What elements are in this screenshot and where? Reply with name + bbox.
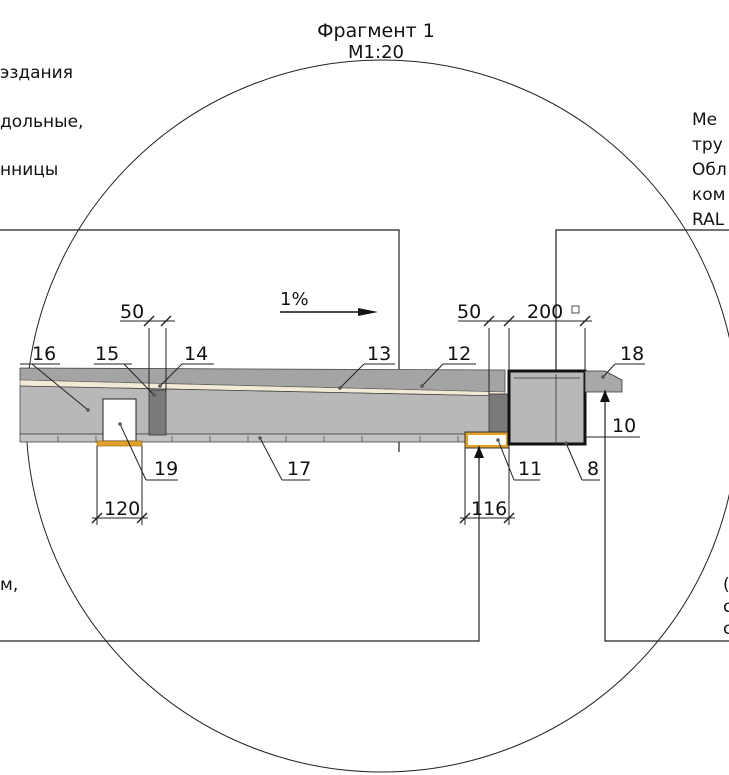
- callout-11: 11: [496, 438, 542, 481]
- bracket-19: [96, 440, 143, 447]
- svg-text:19: 19: [154, 458, 178, 480]
- callout-17: 17: [258, 436, 311, 481]
- dim-50-left: 50: [120, 301, 144, 323]
- right-note-2: тру: [692, 135, 723, 155]
- right-note-4: ком: [692, 185, 726, 205]
- fragment-title: Фрагмент 1: [317, 20, 435, 42]
- block-50-right: [488, 393, 510, 435]
- svg-text:17: 17: [287, 458, 311, 480]
- dim-120: 120: [104, 498, 140, 520]
- callout-19: 19: [118, 422, 178, 481]
- deck-ribs: [57, 436, 459, 442]
- svg-text:10: 10: [612, 415, 636, 437]
- svg-text:14: 14: [184, 343, 208, 365]
- bracket-11-inner: [468, 435, 506, 445]
- callout-10: 10: [585, 415, 640, 438]
- left-note-2: дольные,: [0, 112, 83, 132]
- arrow-up-11: [474, 446, 484, 458]
- callout-16: 16: [20, 343, 90, 412]
- dim-200: 200: [527, 301, 563, 323]
- callout-14: 14: [158, 343, 214, 388]
- block-19: [102, 398, 137, 442]
- svg-text:16: 16: [32, 343, 56, 365]
- frame-left: [0, 229, 400, 370]
- callout-13: 13: [338, 343, 395, 390]
- right-note-3: Обл: [692, 160, 727, 180]
- callout-8: 8: [564, 441, 600, 481]
- right-note-1: Ме: [692, 110, 717, 130]
- svg-text:15: 15: [95, 343, 119, 365]
- callout-12: 12: [420, 343, 476, 388]
- left-note-4: м,: [0, 575, 18, 595]
- right-bottom-note-2: с: [723, 597, 729, 617]
- svg-text:13: 13: [367, 343, 391, 365]
- right-bottom-note-1: (: [723, 575, 729, 595]
- fragment-scale: М1:20: [348, 42, 404, 63]
- dim-200-marker: [571, 305, 580, 314]
- frame-left-bottom: [0, 446, 480, 642]
- block-14: [148, 389, 167, 436]
- arrow-up-10: [600, 390, 610, 402]
- frame-center: [555, 229, 729, 372]
- left-note-1: эздания: [0, 63, 73, 83]
- svg-text:18: 18: [620, 343, 644, 365]
- right-bottom-note-3: с: [723, 619, 729, 639]
- svg-text:8: 8: [587, 458, 599, 480]
- callout-18: 18: [601, 343, 645, 379]
- svg-text:12: 12: [447, 343, 471, 365]
- svg-text:11: 11: [518, 458, 542, 480]
- dim-116: 116: [471, 498, 507, 520]
- edge-tube-8: [507, 369, 587, 446]
- callout-15: 15: [94, 343, 156, 397]
- slope-label: 1%: [280, 289, 309, 310]
- left-note-3: нницы: [0, 160, 58, 180]
- deck-layer: [19, 433, 511, 443]
- flashing-18: [584, 370, 623, 393]
- right-note-5: RAL: [692, 210, 725, 230]
- frame-right-bottom: [604, 390, 729, 642]
- slope-arrow-icon: [358, 308, 378, 316]
- dim-50-right: 50: [457, 301, 481, 323]
